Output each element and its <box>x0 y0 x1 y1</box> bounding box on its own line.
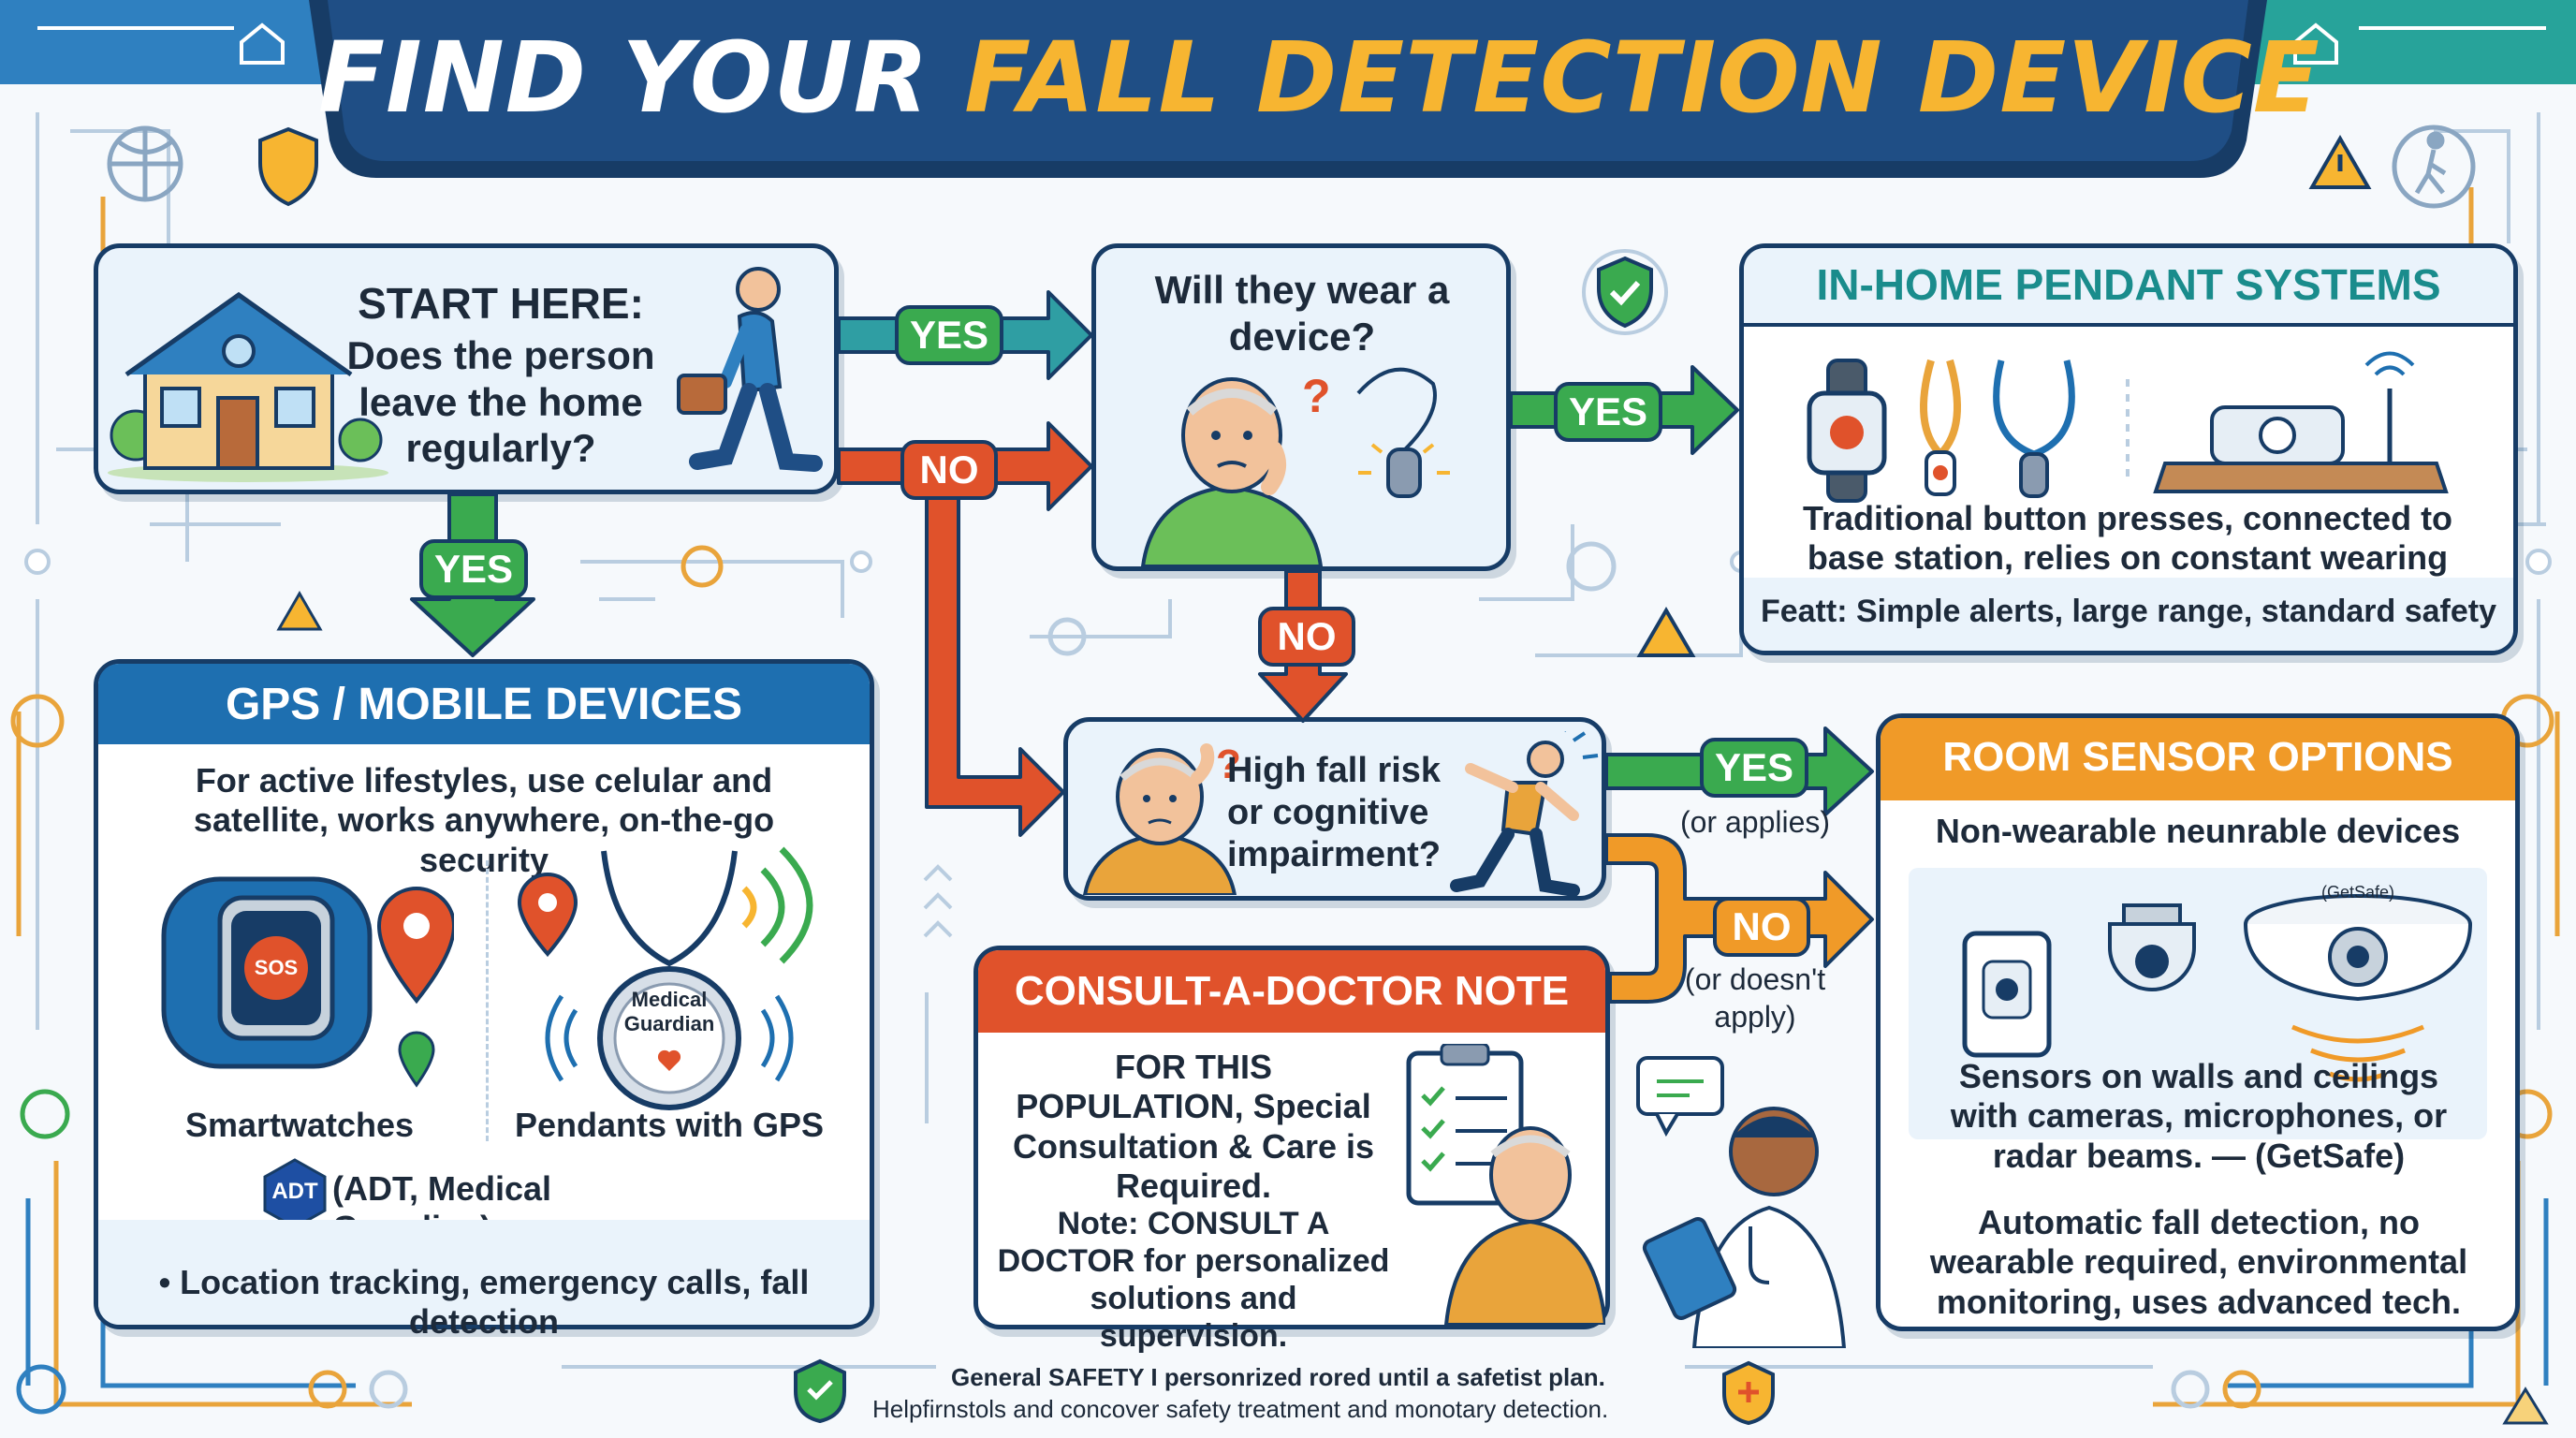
pendant-header <box>1744 248 2513 327</box>
smartwatch-icon <box>161 876 454 1088</box>
radar-sensor-icon <box>2244 894 2472 1082</box>
elderly-man-icon: ? <box>1140 367 1450 566</box>
svg-text:?: ? <box>1302 370 1331 422</box>
signal-icon <box>741 846 813 964</box>
risk-no-chip: NO <box>1713 897 1810 957</box>
room-box: ROOM SENSOR OPTIONS Non-wearable neunrab… <box>1876 713 2520 1331</box>
map-pin-icon <box>376 887 454 1088</box>
house-icon <box>108 291 388 482</box>
start-yes-down-chip: YES <box>419 539 528 599</box>
lanyard-icon <box>1920 359 1961 496</box>
risk-box: ? High fall risk or cognitive impairment… <box>1063 717 1606 901</box>
start-heading: START HERE: <box>358 279 644 328</box>
pendant-face-text: Medical Guardian <box>623 988 715 1035</box>
gps-pendant-icon <box>517 846 813 1110</box>
walking-man-icon <box>677 267 823 472</box>
start-yes-chip: YES <box>895 305 1003 365</box>
doctor-heading: CONSULT-A-DOCTOR NOTE <box>1014 968 1570 1014</box>
gps-header <box>98 664 870 744</box>
wear-question: Will they wear a device? <box>1154 268 1450 359</box>
risk-yes-note: (or applies) <box>1679 805 1831 839</box>
shield-icon <box>258 126 318 207</box>
shield-check-icon <box>1582 249 1668 335</box>
title-part1: FIND YOUR <box>318 21 929 135</box>
pendant-icon <box>1356 367 1437 451</box>
watch-screen-text: SOS <box>254 956 299 979</box>
smartwatch-label: Smartwatches <box>184 1106 415 1144</box>
shield-check-icon-footer <box>794 1358 846 1423</box>
clipboard-icon <box>1406 1044 1605 1325</box>
title-part2: FALL DETECTION DEVICE <box>964 21 2320 135</box>
warning-icon <box>2308 134 2372 189</box>
risk-yes-chip: YES <box>1700 738 1808 798</box>
pendant-description: Traditional button presses, connected to… <box>1802 499 2453 578</box>
room-subheading: Non-wearable neunrable devices <box>1935 812 2461 850</box>
walking-person-icon <box>2392 125 2476 209</box>
necklace-icon <box>1993 360 2075 498</box>
globe-icon <box>107 125 183 202</box>
base-station-icon <box>2153 351 2449 493</box>
pendant-devices-illustration <box>1807 351 2449 503</box>
gps-box: GPS / MOBILE DEVICES For active lifestyl… <box>94 659 874 1341</box>
svg-text:?: ? <box>1216 741 1241 787</box>
gps-pendant-label: Pendants with GPS <box>514 1106 825 1144</box>
adt-logo-text: ADT <box>271 1179 318 1204</box>
room-description: Sensors on walls and ceilings with camer… <box>1950 1057 2448 1175</box>
pendant-box: IN-HOME PENDANT SYSTEMS Traditional butt… <box>1739 243 2518 655</box>
start-box: START HERE: Does the person leave the ho… <box>94 243 839 494</box>
room-header <box>1881 718 2515 800</box>
doctor-header <box>978 950 1605 1033</box>
elderly-man-icon-2: ? <box>1082 741 1241 895</box>
room-sensors-illustration <box>1962 894 2472 1082</box>
dome-camera-icon <box>2108 903 2196 991</box>
pendant-features: Featt: Simple alerts, large range, stand… <box>1760 594 2497 629</box>
doctor-icon <box>1636 1056 1847 1348</box>
wear-box: Will they wear a device? ? <box>1091 243 1511 571</box>
wall-sensor-icon <box>1962 931 2052 1058</box>
doctor-box: CONSULT-A-DOCTOR NOTE FOR THIS POPULATIO… <box>973 946 1610 1354</box>
doctor-note: Note: CONSULT A DOCTOR for personalized … <box>997 1206 1390 1355</box>
gps-heading: GPS / MOBILE DEVICES <box>225 680 743 729</box>
risk-question: High fall risk or cognitive impairment? <box>1227 751 1442 874</box>
footer-line1: General SAFETY I personrized rored until… <box>951 1363 1605 1391</box>
falling-person-icon <box>1450 731 1599 897</box>
wear-no-chip: NO <box>1258 607 1355 667</box>
sensor-brand-label: (GetSafe) <box>2320 883 2395 902</box>
shield-plus-icon-footer <box>1722 1360 1775 1425</box>
start-question: Does the person leave the home regularly… <box>346 333 655 471</box>
elderly-man-icon-3 <box>1443 1126 1605 1325</box>
divider <box>486 860 489 1141</box>
warning-icon-2 <box>276 591 1696 657</box>
gps-features: • Location tracking, emergency calls, fa… <box>158 1263 810 1342</box>
room-heading: ROOM SENSOR OPTIONS <box>1942 734 2453 780</box>
wear-yes-chip: YES <box>1554 382 1662 442</box>
watch-icon <box>1807 359 1887 503</box>
page-title: FIND YOUR FALL DETECTION DEVICE <box>318 21 2320 135</box>
gps-description: For active lifestyles, use celular and s… <box>193 761 775 879</box>
risk-no-note: (or doesn't apply) <box>1684 962 1826 1034</box>
gps-features-band <box>98 1220 870 1325</box>
start-no-chip: NO <box>900 440 998 500</box>
doctor-population: FOR THIS POPULATION, Special Consultatio… <box>1012 1048 1375 1206</box>
room-features: Automatic fall detection, no wearable re… <box>1929 1203 2468 1321</box>
map-pin-icon <box>517 873 578 958</box>
pendant-features-band <box>1744 578 2513 651</box>
pendant-heading: IN-HOME PENDANT SYSTEMS <box>1816 260 2441 309</box>
footer-line2: Helpfirnstols and concover safety treatm… <box>872 1395 1609 1423</box>
